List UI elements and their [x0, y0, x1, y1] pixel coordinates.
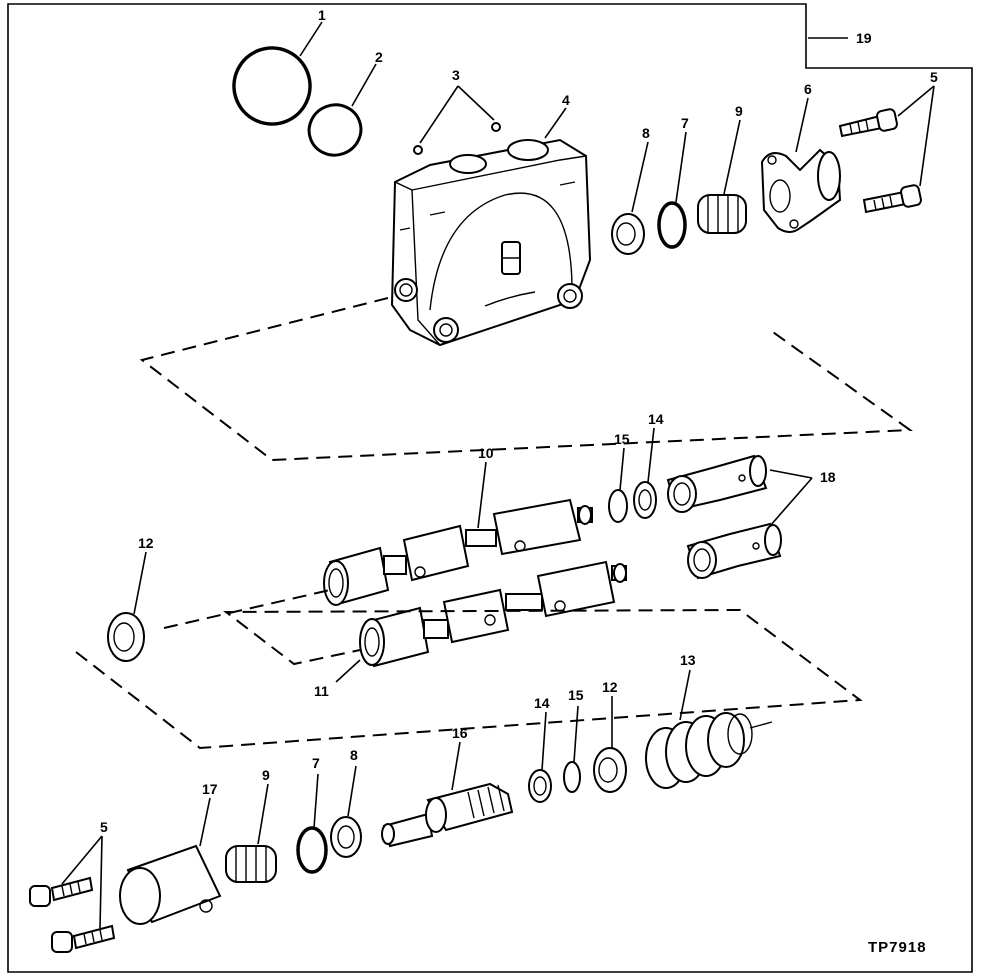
o-ring-small	[307, 103, 363, 157]
callout-13: 13	[680, 652, 696, 668]
end-cap-17	[119, 844, 222, 925]
callout-18: 18	[820, 469, 836, 485]
cap-screw-5-top-b	[862, 184, 922, 214]
plug-18-upper	[666, 454, 768, 513]
spring-9-upper	[697, 194, 747, 234]
cap-screw-5-bottom-a	[29, 876, 94, 907]
callout-19: 19	[856, 30, 872, 46]
callout-5-lower: 5	[100, 819, 108, 835]
valve-housing	[390, 138, 592, 347]
callout-9-lower: 9	[262, 767, 270, 783]
callout-3: 3	[452, 67, 460, 83]
plug-18-lower	[686, 522, 782, 580]
backup-ring-15-upper	[608, 489, 628, 523]
callout-7-upper: 7	[681, 115, 689, 131]
spring-13	[645, 712, 773, 789]
check-ball-1	[413, 145, 423, 155]
callout-14-upper: 14	[648, 411, 664, 427]
callout-10: 10	[478, 445, 494, 461]
callout-2: 2	[375, 49, 383, 65]
end-cap-6	[760, 148, 842, 233]
callout-9-upper: 9	[735, 103, 743, 119]
backup-ring-7-upper	[657, 201, 687, 249]
backup-ring-7-lower	[296, 826, 328, 874]
projection-dashed-lower	[75, 608, 863, 750]
callout-14-lower: 14	[534, 695, 550, 711]
plunger-16	[381, 782, 514, 848]
callout-12-lower: 12	[602, 679, 618, 695]
check-ball-2	[491, 122, 501, 132]
seal-12-lower	[593, 747, 627, 793]
seal-12-left	[107, 612, 145, 662]
spool-10	[323, 498, 593, 606]
callout-5-upper: 5	[930, 69, 938, 85]
callout-16: 16	[452, 725, 468, 741]
seal-14-lower	[528, 769, 552, 803]
callout-15-lower: 15	[568, 687, 584, 703]
seal-8-upper	[611, 213, 645, 255]
seal-14-upper	[633, 481, 657, 519]
spool-11	[359, 560, 627, 668]
figure-id: TP7918	[868, 939, 927, 956]
cap-screw-5-top-a	[838, 108, 898, 138]
callout-6: 6	[804, 81, 812, 97]
callout-12-left: 12	[138, 535, 154, 551]
cap-screw-5-bottom-b	[51, 924, 116, 953]
callout-8-lower: 8	[350, 747, 358, 763]
callout-11: 11	[314, 683, 329, 699]
callout-15-upper: 15	[614, 431, 630, 447]
callout-8-upper: 8	[642, 125, 650, 141]
diagram-frame	[7, 3, 973, 973]
projection-dashed-middle	[163, 589, 331, 629]
callout-4: 4	[562, 92, 570, 108]
o-ring-large	[232, 46, 312, 126]
callout-7-lower: 7	[312, 755, 320, 771]
seal-8-lower	[330, 816, 362, 858]
spring-9-lower	[225, 845, 277, 883]
callout-17: 17	[202, 781, 218, 797]
backup-ring-15-lower	[563, 761, 581, 793]
callout-1: 1	[318, 7, 326, 23]
projection-dashed-upper	[139, 297, 913, 462]
